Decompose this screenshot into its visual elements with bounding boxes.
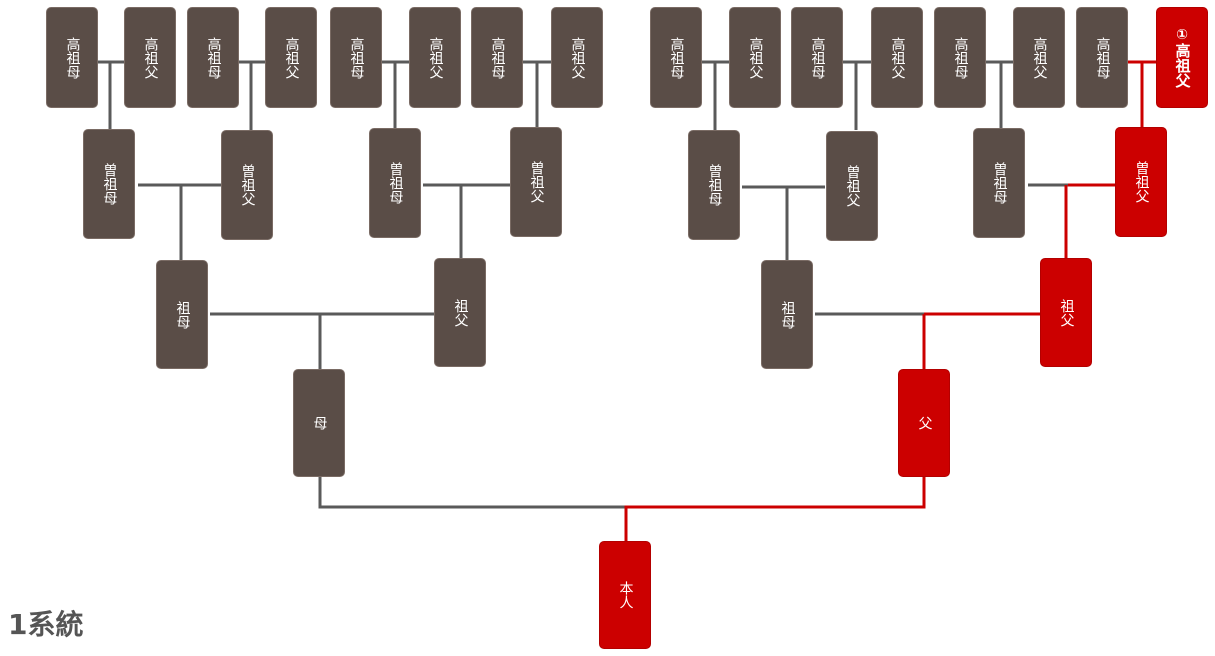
connector-gg1-gg2	[96, 60, 124, 130]
tree-node-great-great-grandmother-1: 高祖母	[46, 7, 98, 108]
highlight-line-f	[624, 477, 926, 542]
connector-g5-g6	[742, 185, 825, 261]
tree-node-great-grandfather-4-highlighted: 曽祖父	[1115, 127, 1167, 237]
tree-node-great-great-grandmother-4: 高祖母	[471, 7, 523, 108]
connector-gg11-gg12	[842, 60, 871, 130]
tree-node-great-great-grandmother-6: 高祖母	[791, 7, 843, 108]
tree-node-great-great-grandmother-8: 高祖母	[1076, 7, 1128, 108]
tree-node-great-grandfather-2: 曽祖父	[510, 127, 562, 237]
tree-node-grandmother-1: 祖母	[156, 260, 208, 369]
connector-p1-p2	[210, 312, 434, 370]
tree-node-great-great-grandmother-3: 高祖母	[330, 7, 382, 108]
connector-gg5-gg6	[381, 60, 409, 128]
connector-gg13-gg14	[985, 60, 1013, 128]
tree-node-great-grandfather-3: 曽祖父	[826, 131, 878, 241]
connector-gg7-gg8	[522, 60, 551, 128]
tree-node-great-grandfather-1: 曽祖父	[221, 130, 273, 240]
tree-node-grandmother-2: 祖母	[761, 260, 813, 369]
tree-node-great-grandmother-1: 曽祖母	[83, 129, 135, 239]
tree-node-grandfather-2-highlighted: 祖父	[1040, 258, 1092, 367]
tree-node-great-grandmother-3: 曽祖母	[688, 130, 740, 240]
connector-g1-g2	[138, 183, 221, 261]
lineage-marker: ①	[1176, 27, 1188, 43]
tree-node-great-great-grandfather-1: 高祖父	[124, 7, 176, 108]
tree-node-self-highlighted: 本人	[599, 541, 651, 649]
tree-node-great-great-grandfather-7: 高祖父	[1013, 7, 1065, 108]
connector-g3-g4	[423, 183, 510, 259]
lineage-caption: 1系統	[8, 608, 84, 641]
tree-node-mother: 母	[293, 369, 345, 477]
tree-node-grandfather-1: 祖父	[434, 258, 486, 367]
connector-gg9-gg10	[701, 60, 729, 130]
tree-node-great-grandmother-4: 曽祖母	[973, 128, 1025, 238]
tree-node-father-highlighted: 父	[898, 369, 950, 477]
tree-node-great-great-grandfather-2: 高祖父	[265, 7, 317, 108]
tree-node-great-great-grandmother-2: 高祖母	[187, 7, 239, 108]
tree-node-great-grandmother-2: 曽祖母	[369, 128, 421, 238]
tree-node-great-great-grandmother-5: 高祖母	[650, 7, 702, 108]
highlight-line-gg15-gg16	[1128, 60, 1156, 128]
connector-gg3-gg4	[237, 60, 265, 130]
tree-node-great-great-grandfather-3: 高祖父	[409, 7, 461, 108]
highlight-line-g8	[1064, 183, 1115, 260]
highlight-line-p4	[922, 312, 1040, 370]
tree-node-great-great-grandfather-6: 高祖父	[871, 7, 923, 108]
tree-node-great-great-grandmother-7: 高祖母	[934, 7, 986, 108]
tree-node-great-great-grandfather-4: 高祖父	[551, 7, 603, 108]
tree-node-great-great-grandfather-8-highlighted: ① 高祖父	[1156, 7, 1208, 108]
tree-node-great-great-grandfather-5: 高祖父	[729, 7, 781, 108]
connector-m-f	[318, 477, 626, 509]
